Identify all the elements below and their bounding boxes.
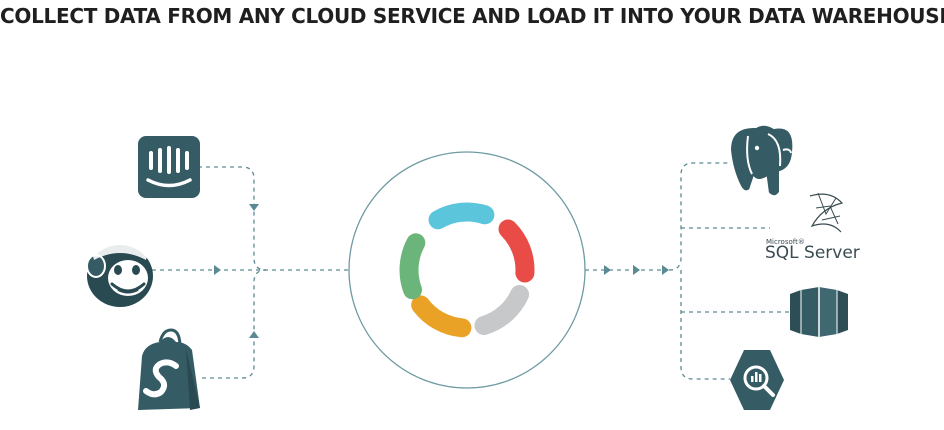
arrow-right-marker (633, 265, 640, 275)
hub-ring-segment (474, 285, 530, 335)
connector-bigquery (680, 270, 730, 380)
postgresql-icon (728, 123, 795, 198)
mailchimp-icon (86, 240, 153, 307)
source-connectors (152, 166, 350, 379)
amazon-redshift-icon (790, 287, 848, 337)
shopify-icon (138, 328, 200, 410)
connector-postgresql (668, 162, 728, 271)
arrow-right-marker (214, 265, 221, 275)
destination-connectors (585, 162, 790, 380)
hub (348, 151, 586, 389)
intercom-icon (138, 136, 200, 198)
hub-ring-segment (411, 295, 472, 338)
google-bigquery-icon (730, 350, 784, 410)
hub-ring-segment (428, 202, 495, 230)
connector-shopify (202, 269, 267, 379)
connector-intercom (198, 166, 267, 271)
hub-ring-segment (399, 233, 426, 300)
page-title: COLLECT DATA FROM ANY CLOUD SERVICE AND … (0, 4, 944, 28)
arrow-down-marker (249, 204, 259, 211)
arrow-up-marker (249, 331, 259, 338)
sql-server-label: SQL Server (765, 243, 860, 263)
hub-circle (348, 151, 586, 389)
hub-ring-segment (498, 219, 535, 283)
arrow-right-marker (604, 265, 611, 275)
arrow-right-marker (662, 265, 669, 275)
sql-server-icon: Microsoft® SQL Server (765, 192, 860, 263)
sql-server-small-label: Microsoft® (766, 238, 805, 246)
hub-ring-logo (399, 202, 535, 338)
